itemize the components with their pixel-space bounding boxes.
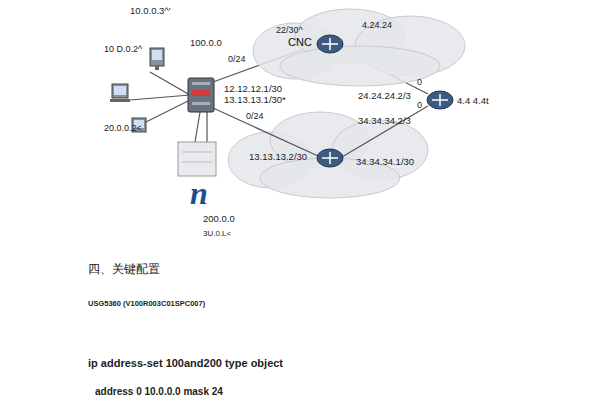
address-label: 13.13.13.1/30* (224, 95, 286, 105)
address-label: 4.4 4.4t (457, 96, 489, 106)
address-label: 20.0.0.2< (104, 124, 142, 134)
address-label: n (190, 176, 208, 211)
cloud (228, 112, 428, 198)
address-label: 10.0.0.3^' (130, 6, 171, 16)
document-text: 四、关键配置 (88, 263, 160, 276)
address-label: 12.12.12.1/30 (224, 84, 282, 94)
server-icon (178, 142, 216, 176)
address-label: 0 (417, 78, 422, 88)
cloud-region: CNC (250, 6, 472, 88)
router-icon (317, 149, 343, 167)
cloud-name: CNC (288, 36, 312, 48)
address-label: 200.0.0 (203, 214, 235, 224)
address-label: 13.13.13.2/30 (249, 152, 307, 162)
document-text: USG5360 (V100R003C01SPC007) (88, 300, 205, 308)
address-label: 4.24.24 (362, 21, 392, 31)
address-label: 34.34.34.2/3 (358, 116, 411, 126)
address-label: 0 (417, 101, 422, 111)
document-text: ip address-set 100and200 type object (88, 357, 283, 369)
pc-icon (110, 48, 164, 132)
firewall-icon (188, 78, 214, 112)
cloud-shape (250, 6, 472, 88)
address-label: 24.24.24.2/3 (358, 91, 411, 101)
router-icon (317, 35, 343, 53)
address-label: 0/24 (246, 112, 264, 122)
address-label: 10 D.0.2^ (104, 45, 142, 55)
address-label: 0/24 (228, 55, 246, 65)
address-label: 22/30^ (276, 26, 303, 36)
address-label: 3U.0.L< (203, 230, 231, 239)
address-label: 34.34.34.1/30 (356, 157, 414, 167)
address-label: 100.0.0 (190, 38, 222, 48)
document-text: address 0 10.0.0.0 mask 24 (95, 386, 223, 397)
router-icon (427, 91, 453, 109)
